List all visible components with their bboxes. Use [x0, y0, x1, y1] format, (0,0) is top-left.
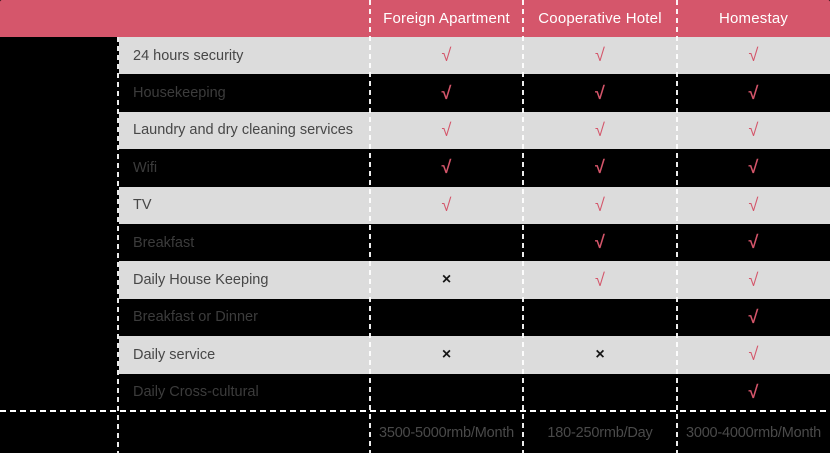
- check-icon: √: [748, 232, 759, 253]
- feature-label: Wifi: [133, 159, 158, 176]
- column-header-cooperative-hotel: Cooperative Hotel: [538, 10, 662, 27]
- check-icon: √: [748, 157, 759, 178]
- column-divider-left: [117, 37, 119, 453]
- check-mark: √: [677, 271, 830, 290]
- check-mark: √: [677, 196, 830, 215]
- check-mark: √: [523, 271, 677, 290]
- check-icon: √: [595, 194, 605, 215]
- table-row: 24 hours security √ √ √: [119, 37, 830, 75]
- check-icon: √: [595, 157, 605, 178]
- table-row: Daily House Keeping × √ √: [119, 261, 830, 299]
- check-icon: √: [748, 381, 759, 402]
- column-header-homestay: Homestay: [718, 10, 789, 27]
- check-icon: √: [595, 45, 605, 66]
- check-icon: √: [748, 269, 759, 290]
- check-icon: √: [748, 45, 759, 66]
- check-icon: √: [441, 119, 452, 140]
- check-mark: √: [677, 84, 830, 103]
- check-icon: √: [441, 45, 452, 66]
- table-row: Housekeeping √ √ √: [119, 74, 830, 112]
- table-row: TV √ √ √: [119, 186, 830, 224]
- check-icon: √: [748, 82, 759, 103]
- cross-mark: ×: [370, 272, 523, 288]
- feature-label: Daily service: [133, 346, 216, 363]
- feature-label: Laundry and dry cleaning services: [133, 122, 354, 139]
- check-mark: √: [523, 121, 677, 140]
- feature-label: TV: [133, 197, 152, 214]
- feature-label: Breakfast: [133, 234, 195, 251]
- feature-label: Daily House Keeping: [133, 272, 269, 289]
- feature-label: Breakfast or Dinner: [133, 309, 258, 326]
- check-mark: √: [523, 158, 677, 177]
- price-foreign-apartment: 3500-5000rmb/Month: [378, 424, 515, 441]
- cross-icon: ×: [595, 345, 605, 363]
- check-icon: √: [748, 119, 759, 140]
- feature-label: Daily Cross-cultural: [133, 384, 259, 401]
- check-mark: √: [370, 158, 523, 177]
- check-icon: √: [595, 232, 605, 253]
- table-row: Wifi √ √ √: [119, 149, 830, 187]
- check-mark: √: [677, 233, 830, 252]
- check-mark: √: [677, 383, 830, 402]
- cross-mark: ×: [523, 345, 677, 363]
- cross-icon: ×: [441, 345, 452, 363]
- check-icon: √: [441, 194, 452, 215]
- table-header: Foreign Apartment Cooperative Hotel Home…: [0, 0, 830, 37]
- check-mark: √: [677, 121, 830, 140]
- check-mark: √: [523, 46, 677, 65]
- check-icon: √: [441, 82, 452, 103]
- footer-divider-dashed-line: [0, 410, 830, 412]
- check-mark: √: [370, 196, 523, 215]
- table-row: Breakfast or Dinner √: [119, 298, 830, 337]
- check-icon: √: [748, 194, 759, 215]
- table-row: Daily Cross-cultural √: [119, 373, 830, 411]
- price-row: 3500-5000rmb/Month 180-250rmb/Day 3000-4…: [119, 412, 830, 453]
- check-icon: √: [748, 344, 759, 365]
- column-divider-2: [522, 0, 524, 453]
- header-spacer: [0, 0, 370, 37]
- check-mark: √: [370, 46, 523, 65]
- check-icon: √: [748, 306, 759, 327]
- check-mark: √: [677, 46, 830, 65]
- check-icon: √: [441, 157, 452, 178]
- check-mark: √: [677, 345, 830, 364]
- price-cooperative-hotel: 180-250rmb/Day: [547, 424, 653, 441]
- check-mark: √: [523, 233, 677, 252]
- column-divider-1: [369, 0, 371, 453]
- check-icon: √: [595, 82, 605, 103]
- table-row: Laundry and dry cleaning services √ √ √: [119, 111, 830, 150]
- cross-icon: ×: [441, 271, 452, 289]
- feature-label: 24 hours security: [133, 47, 244, 64]
- check-mark: √: [523, 196, 677, 215]
- check-icon: √: [595, 269, 605, 290]
- cross-mark: ×: [370, 345, 523, 363]
- check-mark: √: [370, 121, 523, 140]
- table-row: Breakfast √ √: [119, 223, 830, 262]
- check-mark: √: [677, 158, 830, 177]
- table-body: 24 hours security√√√Housekeeping√√√Laund…: [119, 37, 830, 411]
- column-divider-3: [676, 0, 678, 453]
- column-header-foreign-apartment: Foreign Apartment: [383, 10, 510, 27]
- check-mark: √: [523, 84, 677, 103]
- check-mark: √: [370, 84, 523, 103]
- check-mark: √: [677, 308, 830, 327]
- feature-label: Housekeeping: [133, 85, 226, 102]
- check-icon: √: [595, 119, 605, 140]
- table-row: Daily service × × √: [119, 336, 830, 374]
- price-homestay: 3000-4000rmb/Month: [685, 424, 822, 441]
